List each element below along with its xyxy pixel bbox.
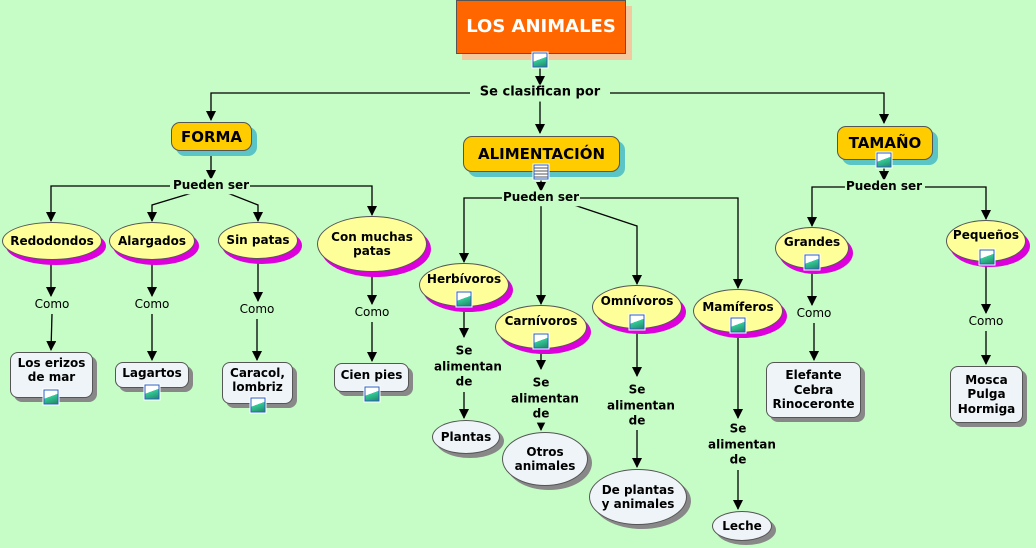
link-label: Se alimentan de	[510, 375, 579, 423]
image-icon[interactable]	[456, 291, 472, 307]
image-icon[interactable]	[144, 384, 160, 400]
image-icon[interactable]	[43, 389, 59, 405]
root-label: LOS ANIMALES	[466, 16, 616, 38]
document-icon[interactable]	[533, 164, 549, 180]
example-grandes[interactable]: Elefante Cebra Rinoceronte	[766, 362, 861, 418]
link-label: Como	[238, 302, 276, 318]
example-plantas[interactable]: Plantas	[432, 420, 500, 454]
concept-label: Redodondos	[10, 233, 94, 248]
concept-label: Omnívoros	[600, 293, 674, 308]
concept-label: TAMAÑO	[848, 134, 922, 152]
link-label: Pueden ser	[844, 179, 924, 195]
concept-alargados[interactable]: Alargados	[109, 222, 195, 260]
image-icon[interactable]	[804, 254, 820, 270]
concept-label: Grandes	[783, 234, 841, 249]
link-label: Pueden ser	[171, 178, 251, 194]
example-label: Mosca Pulga Hormiga	[957, 372, 1016, 416]
link-label: Como	[353, 305, 391, 321]
link-label: Como	[967, 314, 1005, 330]
example-label: Plantas	[440, 429, 492, 444]
image-icon[interactable]	[250, 397, 266, 413]
example-label: Elefante Cebra Rinoceronte	[772, 368, 855, 412]
concept-label: Alargados	[117, 233, 187, 248]
concept-label: Pequeños	[952, 227, 1020, 242]
example-label: Cien pies	[340, 367, 403, 382]
image-icon[interactable]	[532, 52, 548, 68]
image-icon[interactable]	[364, 386, 380, 402]
link-label: Pueden ser	[501, 190, 581, 206]
example-label: De plantas y animales	[601, 482, 675, 511]
image-icon[interactable]	[533, 333, 549, 349]
concept-label: Herbívoros	[426, 271, 502, 286]
example-label: Caracol, lombriz	[230, 365, 285, 394]
concept-con-muchas-patas[interactable]: Con muchas patas	[317, 216, 427, 272]
image-icon[interactable]	[629, 314, 645, 330]
concept-sin-patas[interactable]: Sin patas	[218, 222, 298, 259]
example-caracol[interactable]: Caracol, lombriz	[222, 362, 293, 404]
concept-omnivoros[interactable]: Omnívoros	[592, 285, 682, 329]
root-concept[interactable]: LOS ANIMALES	[456, 0, 626, 54]
link-label: Como	[133, 297, 171, 313]
example-leche[interactable]: Leche	[712, 511, 772, 541]
example-label: Otros animales	[514, 444, 576, 473]
concept-label: Mamíferos	[702, 299, 774, 314]
link-label: Como	[33, 297, 71, 313]
example-label: Los erizos de mar	[17, 355, 86, 384]
concept-label: Con muchas patas	[331, 229, 413, 258]
concept-label: Sin patas	[226, 233, 290, 248]
link-label: Se clasifican por	[478, 84, 602, 102]
image-icon[interactable]	[876, 152, 892, 168]
concept-label: FORMA	[180, 127, 243, 146]
link-label: Se alimentan de	[606, 382, 675, 430]
concept-label: Carnívoros	[504, 313, 578, 328]
image-icon[interactable]	[730, 317, 746, 333]
link-label: Como	[795, 306, 833, 322]
example-erizos[interactable]: Los erizos de mar	[10, 352, 93, 398]
example-label: Lagartos	[122, 365, 182, 380]
example-plantas-animales[interactable]: De plantas y animales	[589, 469, 687, 525]
example-otros-animales[interactable]: Otros animales	[502, 432, 588, 486]
image-icon[interactable]	[979, 249, 995, 265]
example-label: Leche	[722, 518, 762, 533]
concept-redodondos[interactable]: Redodondos	[2, 222, 102, 260]
concept-label: ALIMENTACIÓN	[477, 145, 606, 163]
link-label: Se alimentan de	[707, 421, 776, 469]
link-label: Se alimentan de	[433, 343, 502, 391]
concept-forma[interactable]: FORMA	[171, 122, 252, 151]
example-pequenos[interactable]: Mosca Pulga Hormiga	[950, 366, 1023, 423]
